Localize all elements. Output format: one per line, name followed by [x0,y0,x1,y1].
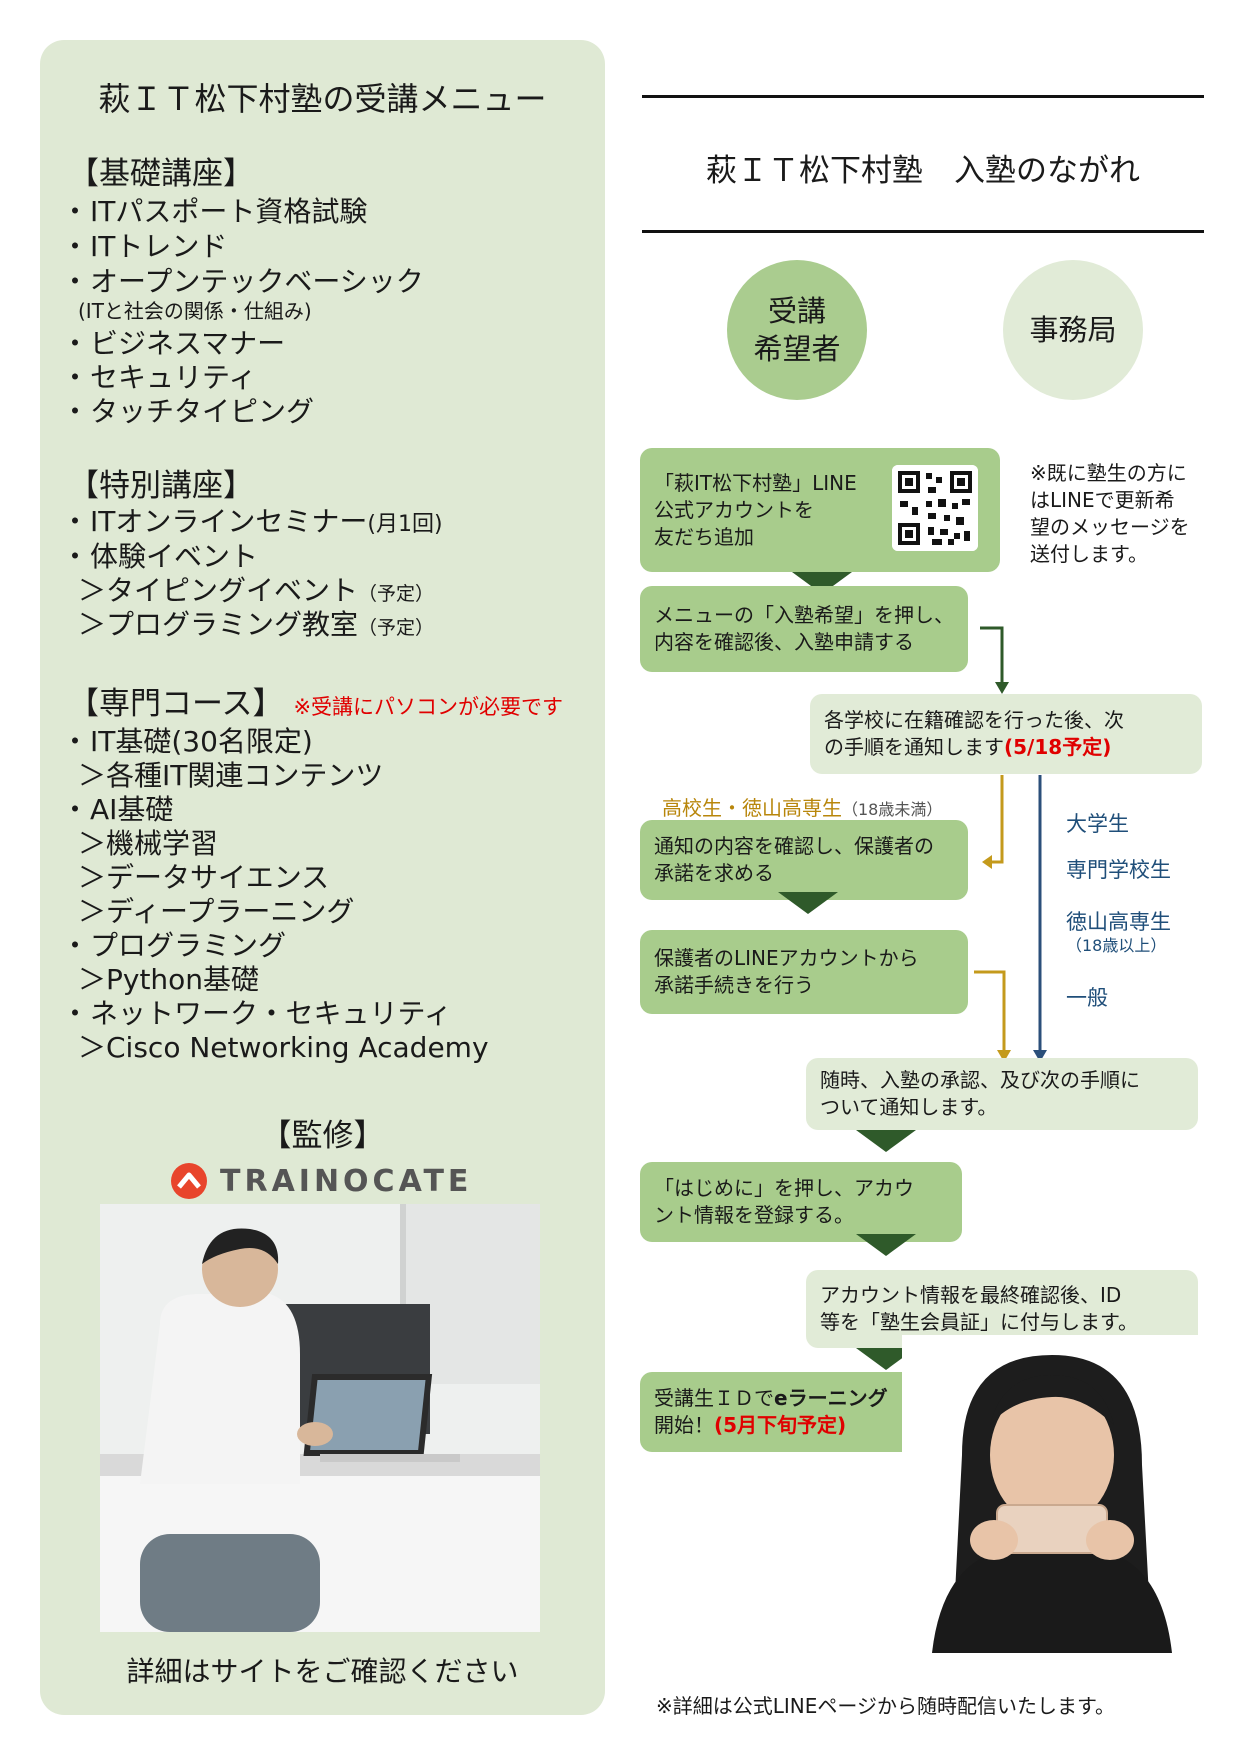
special-sub: ＞プログラミング教室（予定） [78,608,435,641]
special-item: ・体験イベント [60,540,259,573]
basic-heading: 【基礎講座】 [68,156,254,192]
step3-date: (5/18予定) [1004,735,1112,759]
special-sub: ＞タイピングイベント（予定） [78,574,435,607]
basic-item: ・セキュリティ [60,361,257,394]
man-laptop-photo [100,1204,540,1632]
flow-arrow-down [856,1130,916,1152]
step4-box: 通知の内容を確認し、保護者の 承諾を求める [640,820,968,900]
basic-item: ・ITパスポート資格試験 [60,195,368,228]
pro-sub: ＞ディープラーニング [78,895,355,928]
basic-item: ・ビジネスマナー [60,327,286,360]
step7-box: 「はじめに」を押し、アカウ ント情報を登録する。 [640,1162,962,1242]
supervision-heading: 【監修】 [260,1118,385,1154]
line-qr-code [892,465,978,551]
trainocate-logo-icon [171,1163,207,1199]
flow-footer: ※詳細は公式LINEページから随時配信いたします。 [656,1694,1115,1718]
pro-sub: ＞Cisco Networking Academy [78,1031,489,1064]
basic-item: ・オープンテックベーシック [60,265,424,298]
basic-note: (ITと社会の関係・仕組み) [78,299,312,323]
adult-label: 徳山高専生 [1066,910,1171,934]
minor-label: 高校生・徳山高専生（18歳未満） [662,796,943,820]
flow-arrow-down [856,1234,916,1256]
step1-note: ※既に塾生の方に はLINEで更新希 望のメッセージを 送付します。 [1030,461,1190,566]
woman-phone-photo [902,1335,1198,1653]
flow-title: 萩ＩＴ松下村塾 入塾のながれ [706,153,1140,189]
menu-title: 萩ＩＴ松下村塾の受講メニュー [98,80,547,118]
pro-sub: ＞Python基礎 [78,963,260,996]
flow-arrow-down [778,892,838,914]
step2-box: メニューの「入塾希望」を押し、 内容を確認後、入塾申請する [640,586,968,672]
pro-item: ・AI基礎 [60,793,174,826]
step6-box: 随時、入塾の承認、及び次の手順に ついて通知します。 [806,1058,1198,1130]
flow-connectors [974,626,1047,1062]
adult-label: 専門学校生 [1066,858,1171,882]
pro-sub: ＞機械学習 [78,827,219,860]
pro-heading: 【専門コース】※受講にパソコンが必要です [68,686,564,722]
trainocate-logo-text: TRAINOCATE [220,1163,473,1199]
basic-item: ・タッチタイピング [60,395,315,428]
pro-sub: ＞データサイエンス [78,861,330,894]
office-circle: 事務局 [1003,260,1143,400]
adult-label: 一般 [1066,986,1108,1010]
trainocate-logo: TRAINOCATE [170,1162,472,1200]
pro-item: ・プログラミング [60,929,287,962]
step5-box: 保護者のLINEアカウントから 承諾手続きを行う [640,930,968,1014]
basic-item: ・ITトレンド [60,230,228,263]
special-item: ・ITオンラインセミナー(月1回) [60,505,443,538]
title-rule-bottom [642,230,1204,233]
pro-item: ・ネットワーク・セキュリティ [60,997,452,1030]
pro-item: ・IT基礎(30名限定) [60,725,313,758]
adult-label: 大学生 [1066,812,1129,836]
adult-age: （18歳以上） [1066,936,1167,955]
step3-box: 各学校に在籍確認を行った後、次 の手順を通知します(5/18予定) [810,694,1202,774]
pro-warning: ※受講にパソコンが必要です [293,695,564,719]
step9-date: (5月下旬予定) [714,1413,847,1437]
flow-arrow-down [856,1348,916,1370]
menu-panel: 萩ＩＴ松下村塾の受講メニュー 【基礎講座】 ・ITパスポート資格試験 ・ITトレ… [40,40,605,1715]
menu-footer: 詳細はサイトをご確認ください [126,1655,519,1688]
title-rule-top [642,95,1204,98]
special-heading: 【特別講座】 [68,468,254,504]
pro-sub: ＞各種IT関連コンテンツ [78,759,384,792]
applicant-circle: 受講 希望者 [727,260,867,400]
